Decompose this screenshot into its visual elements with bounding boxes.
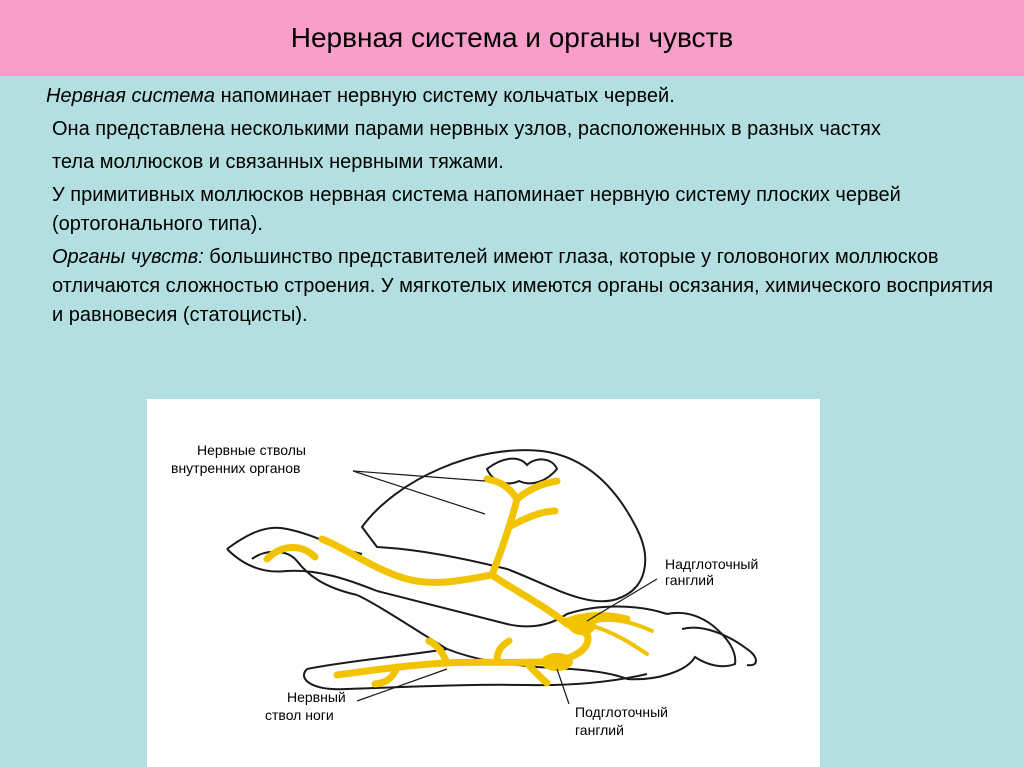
subesophageal-ganglion (541, 653, 573, 671)
head-outline (626, 611, 737, 681)
paragraph-4: У примитивных моллюсков нервная система … (46, 181, 1006, 239)
head-nerve-a (594, 617, 654, 633)
label-supraesophageal-2: ганглий (665, 572, 714, 588)
siphon-lower-outline (226, 548, 378, 592)
paragraph-2: Она представлена несколькими парами нерв… (46, 115, 1006, 144)
title-bar: Нервная система и органы чувств (0, 0, 1024, 76)
slide-title: Нервная система и органы чувств (290, 22, 734, 53)
label-visceral-nerves-1: Нервные стволы (197, 442, 306, 458)
paragraph-4-text: У примитивных моллюсков нервная система … (52, 184, 901, 235)
paragraph-3-text: тела моллюсков и связанных нервными тяжа… (52, 151, 504, 173)
label-visceral-nerves-2: внутренних органов (171, 460, 300, 476)
leader-lines (352, 470, 658, 705)
paragraph-3: тела моллюсков и связанных нервными тяжа… (46, 148, 1006, 177)
visceral-nerve-trunk (488, 495, 521, 579)
visceral-nerve-left (318, 535, 496, 586)
pedal-branch-d (523, 659, 551, 687)
pedal-branch-b (493, 637, 513, 665)
paragraph-5: Органы чувств: большинство представителе… (46, 243, 1006, 330)
visceral-nerve-branch-c (505, 507, 559, 531)
paragraph-5-text: большинство представителей имеют глаза, … (52, 246, 994, 326)
visceral-nerve-branch-a (483, 475, 521, 503)
paragraph-5-lead: Органы чувств: (52, 246, 204, 268)
gill-outline (485, 457, 559, 485)
leader-visceral-b (352, 470, 486, 482)
paragraph-1-text: напоминает нервную систему кольчатых чер… (215, 85, 675, 107)
tentacle-outline (681, 626, 757, 667)
label-subesophageal-2: ганглий (575, 722, 624, 738)
mantle-fold-outline (251, 550, 358, 596)
paragraph-1: Нервная система напоминает нервную систе… (46, 82, 1006, 111)
label-foot-nerve-2: ствол ноги (265, 707, 334, 723)
leader-foot-nerve (356, 668, 448, 702)
head-nerve-b (594, 625, 649, 656)
siphon-nerve (263, 544, 319, 563)
mollusk-nervous-system-figure: Нервные стволы внутренних органов Надгло… (147, 399, 820, 767)
visceral-nerve-branch-b (513, 477, 561, 503)
foot-sole-outline (302, 668, 648, 691)
body-text: Нервная система напоминает нервную систе… (46, 82, 1006, 334)
shell-outline (360, 449, 647, 603)
leader-visceral-a (352, 470, 486, 515)
label-foot-nerve-1: Нервный (287, 689, 346, 705)
pedal-branch-c (371, 663, 401, 688)
pedal-branch-a (425, 637, 451, 667)
foot-back-outline (446, 648, 628, 680)
foot-edge-outline (306, 648, 448, 670)
label-subesophageal-1: Подглоточный (575, 704, 668, 720)
leader-subesophageal (556, 668, 570, 705)
mollusk-outline (226, 449, 757, 691)
head-nerves (594, 617, 654, 656)
paragraph-1-lead: Нервная система (46, 85, 216, 107)
mollusk-diagram: Нервные стволы внутренних органов Надгло… (171, 442, 758, 738)
body-upper-outline (376, 590, 668, 628)
paragraph-2-text: Она представлена несколькими парами нерв… (52, 118, 881, 140)
label-supraesophageal-1: Надглоточный (665, 556, 758, 572)
leader-supraesophageal (586, 578, 658, 622)
